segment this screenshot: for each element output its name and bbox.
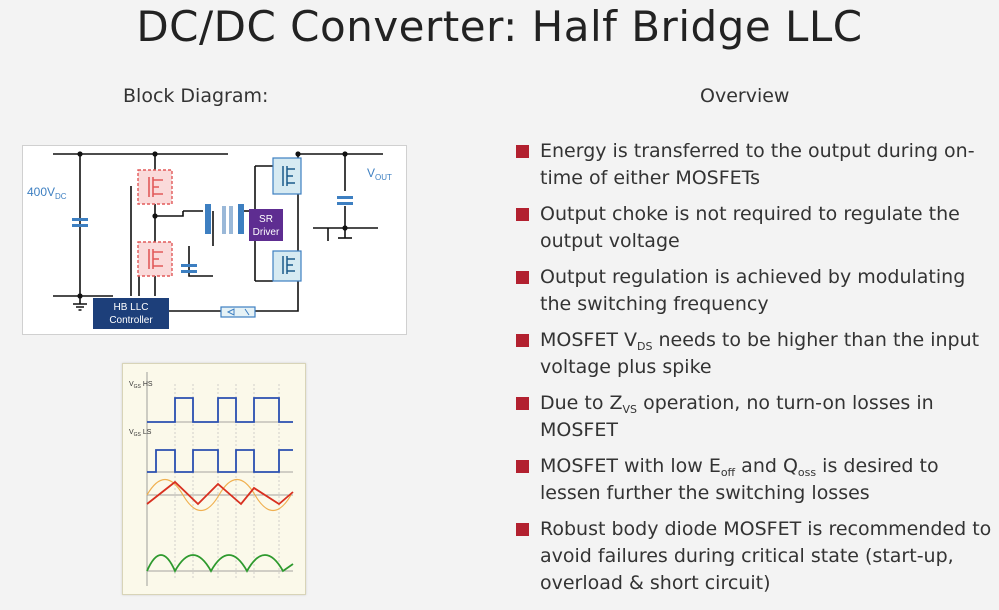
input-capacitor <box>72 218 88 227</box>
resonant-current-wave <box>146 478 292 512</box>
svg-text:SR: SR <box>259 214 273 225</box>
slide-title: DC/DC Converter: Half Bridge LLC <box>136 2 863 51</box>
input-voltage-label: 400VDC <box>27 185 67 201</box>
optocoupler <box>220 306 256 318</box>
block-diagram-heading: Block Diagram: <box>123 85 269 107</box>
overview-list: Energy is transferred to the output duri… <box>514 138 994 606</box>
bullet-square <box>516 523 529 536</box>
bullet-square <box>516 397 529 410</box>
overview-item: Energy is transferred to the output duri… <box>514 138 994 192</box>
low-side-mosfet <box>137 241 173 277</box>
output-voltage-label: VOUT <box>367 166 392 182</box>
bullet-square <box>516 334 529 347</box>
overview-item: Output choke is not required to regulate… <box>514 201 994 255</box>
bullet-square <box>516 271 529 284</box>
sr-driver: SR Driver <box>249 209 283 241</box>
overview-item: Output regulation is achieved by modulat… <box>514 264 994 318</box>
hb-llc-controller: HB LLC Controller <box>93 298 169 329</box>
resonant-capacitor <box>181 264 197 273</box>
high-side-mosfet <box>137 169 173 205</box>
bullet-square <box>516 145 529 158</box>
overview-item: MOSFET VDS needs to be higher than the i… <box>514 327 994 381</box>
transformer <box>205 204 244 234</box>
block-diagram-svg: 400VDC SR Driver <box>27 151 392 329</box>
waveform-figure: VGS HS VGS LS <box>122 363 306 595</box>
overview-item: Due to ZVS operation, no turn-on losses … <box>514 390 994 444</box>
waveform-svg: VGS HS VGS LS <box>129 372 294 586</box>
magnetizing-current-wave <box>146 480 294 506</box>
rectified-current-wave <box>146 554 294 574</box>
overview-item: MOSFET with low Eoff and Qoss is desired… <box>514 453 994 507</box>
vgs-ls-wave <box>147 449 293 473</box>
vgs-ls-label: VGS LS <box>129 429 152 438</box>
bullet-square <box>516 460 529 473</box>
overview-heading: Overview <box>700 85 790 107</box>
overview-item: Robust body diode MOSFET is recommended … <box>514 516 994 597</box>
output-capacitor <box>337 196 353 205</box>
bullet-square <box>516 208 529 221</box>
svg-text:HB LLC: HB LLC <box>113 302 148 313</box>
svg-text:Driver: Driver <box>253 227 280 238</box>
sr-mosfet-top <box>272 157 302 195</box>
vgs-hs-wave <box>147 397 293 423</box>
vgs-hs-label: VGS HS <box>129 381 153 390</box>
sr-mosfet-bottom <box>272 250 302 282</box>
block-diagram: 400VDC SR Driver <box>22 145 407 335</box>
svg-text:Controller: Controller <box>109 315 153 326</box>
